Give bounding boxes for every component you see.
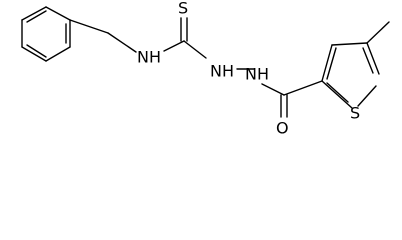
thiophene-inner-bond xyxy=(326,82,349,103)
nh-benzyl-label: NH xyxy=(137,48,161,67)
ring-inner-bond xyxy=(26,10,47,23)
ring-bond xyxy=(21,46,47,62)
thiophene-bond xyxy=(331,42,368,46)
thiocarbonyl-to-nh-bond xyxy=(183,40,207,59)
carbonyl-oxygen-label: O xyxy=(276,119,289,138)
nh-hydrazide-1-label: NH xyxy=(210,62,234,81)
thiophene-bond xyxy=(366,42,380,75)
thiophene-ring xyxy=(321,42,380,109)
thiophene-bond xyxy=(357,85,377,107)
chemical-structure: NH S NH NH O S xyxy=(21,0,390,138)
thione-sulfur-label: S xyxy=(178,0,188,18)
thiophene-bond xyxy=(321,44,333,82)
ring-to-ch2-bond xyxy=(69,19,109,34)
thiophene-inner-bond xyxy=(326,47,337,80)
thiophene-inner-bond xyxy=(362,47,374,74)
thiophene-bond xyxy=(321,80,353,109)
ring-inner-bond xyxy=(26,44,47,58)
methyl-bond xyxy=(366,21,390,44)
nh-to-carbonyl-bond xyxy=(261,83,285,96)
ring-bond xyxy=(21,6,47,21)
ring-bond xyxy=(45,46,71,62)
thiophene-sulfur-label: S xyxy=(350,104,360,123)
benzene-ring xyxy=(21,6,71,62)
nh-to-thiocarbonyl-bond xyxy=(163,40,185,52)
ring-bond xyxy=(45,6,71,21)
carbonyl-to-thiophene-bond xyxy=(283,80,323,96)
ch2-to-nh-bond xyxy=(107,32,137,53)
nh-hydrazide-2-label: NH xyxy=(245,65,269,84)
